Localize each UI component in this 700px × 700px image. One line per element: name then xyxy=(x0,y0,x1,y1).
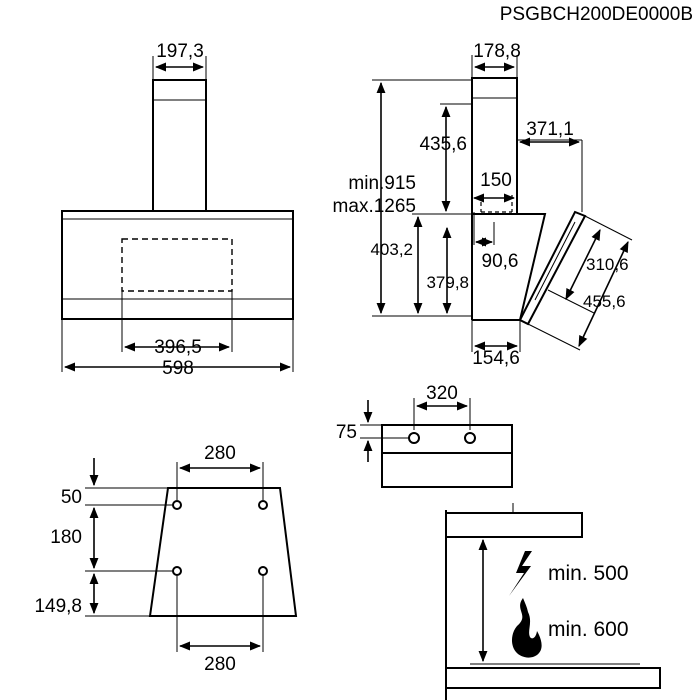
hob xyxy=(445,667,661,689)
dim-hole-spacing: 320 xyxy=(426,383,458,404)
wall-mount-view: 280 280 50 180 149,8 xyxy=(34,443,298,675)
top-view: 320 75 xyxy=(336,383,513,488)
dim-panel-455: 455,6 xyxy=(583,292,626,311)
front-view: 197,3 396,5 598 xyxy=(61,41,294,379)
front-filter-outline xyxy=(121,238,233,292)
dim-top-spacing: 280 xyxy=(204,443,236,464)
flame-icon xyxy=(511,598,542,658)
dim-total-width: 598 xyxy=(162,358,194,379)
screw-hole-bl xyxy=(172,566,182,576)
dim-hole-offset: 75 xyxy=(336,422,357,443)
dim-bottom-spacing: 280 xyxy=(204,654,236,675)
clearance-electric: min. 500 xyxy=(548,562,629,585)
hood-underside xyxy=(445,512,583,538)
dim-side-chimney-height: 435,6 xyxy=(419,134,467,155)
mount-hole-left xyxy=(408,432,420,444)
dim-cutout-width: 396,5 xyxy=(154,337,202,358)
model-code: PSGBCH200DE0000B xyxy=(500,4,693,25)
dim-side-chimney-depth: 178,8 xyxy=(473,41,521,62)
dim-outlet-150: 150 xyxy=(480,170,512,191)
dim-offset-mid: 180 xyxy=(50,527,82,548)
dim-height-403: 403,2 xyxy=(370,240,413,259)
dim-height-max: max.1265 xyxy=(333,196,416,217)
screw-hole-tr xyxy=(258,500,268,510)
screw-hole-tl xyxy=(172,500,182,510)
dim-panel-310: 310,6 xyxy=(586,255,629,274)
dim-offset-bottom: 149,8 xyxy=(34,596,82,617)
lightning-bolt-icon xyxy=(509,551,532,596)
clearance-gas: min. 600 xyxy=(548,618,629,641)
dim-height-min: min.915 xyxy=(348,173,416,194)
wall-template xyxy=(148,487,298,617)
dim-base-depth: 154,6 xyxy=(472,348,520,369)
side-view: 178,8 min.915 max.1265 435,6 371,1 150 9… xyxy=(333,41,633,369)
front-hood-body xyxy=(61,210,294,320)
screw-hole-br xyxy=(258,566,268,576)
dim-chimney-width: 197,3 xyxy=(156,41,204,62)
dim-depth-371: 371,1 xyxy=(526,119,574,140)
side-glass-panel xyxy=(518,210,587,326)
dim-offset-top: 50 xyxy=(61,487,82,508)
dim-height-379: 379,8 xyxy=(426,273,469,292)
mount-hole-right xyxy=(464,432,476,444)
clearance-view: min. 500 min. 600 xyxy=(445,503,661,700)
dim-outlet-90: 90,6 xyxy=(482,251,519,272)
